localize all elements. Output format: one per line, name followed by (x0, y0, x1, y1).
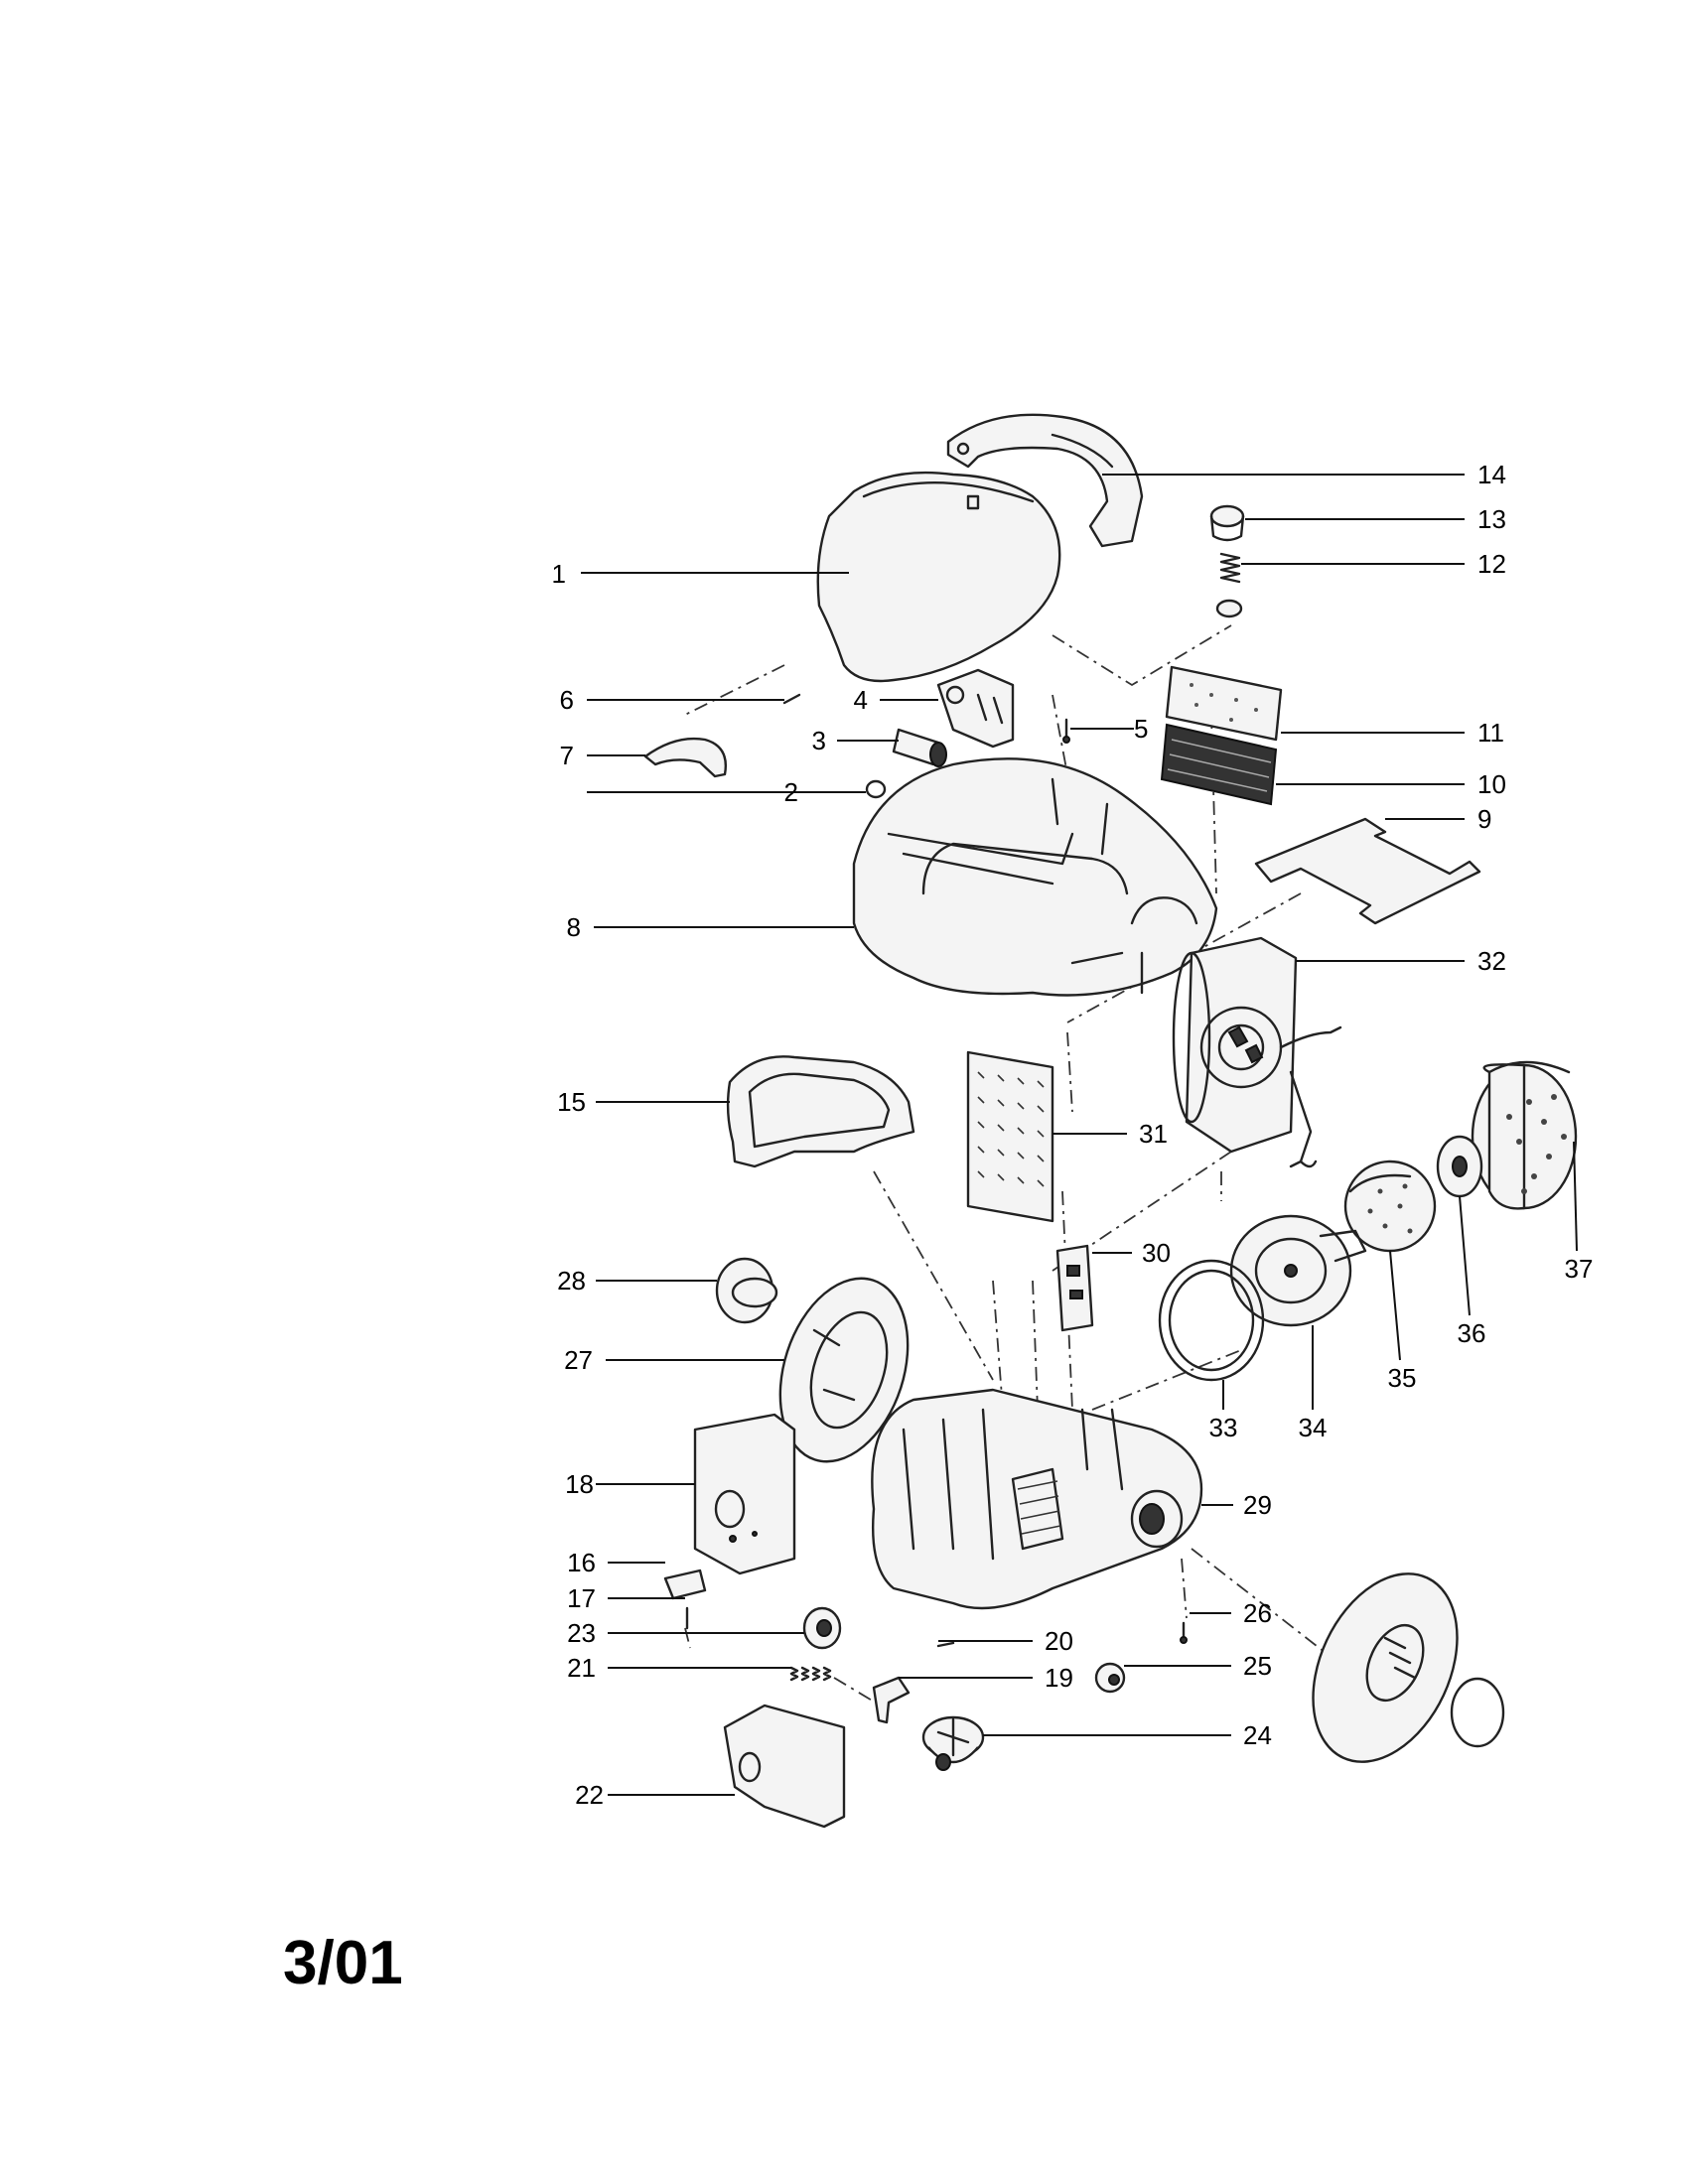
part-22-bottom-cover (723, 1704, 846, 1829)
callout-4: 4 (854, 685, 868, 715)
callout-labels: 1 2 3 4 5 6 7 8 9 10 11 12 13 14 15 16 1… (552, 460, 1594, 1810)
part-3-pin (892, 728, 947, 767)
callout-5: 5 (1134, 714, 1148, 744)
callout-22: 22 (575, 1780, 604, 1810)
callout-31: 31 (1139, 1119, 1168, 1149)
callout-18: 18 (565, 1469, 594, 1499)
part-9-bracket (1254, 817, 1481, 925)
part-1-cover (816, 471, 1061, 683)
part-29-lower-housing (871, 1388, 1203, 1610)
part-19-lever (872, 1676, 911, 1724)
callout-28: 28 (557, 1266, 586, 1296)
callout-9: 9 (1477, 804, 1491, 834)
callout-27: 27 (564, 1345, 593, 1375)
part-12-spring (1215, 552, 1243, 618)
part-8-upper-housing (852, 757, 1218, 997)
part-31-grille (966, 1050, 1054, 1223)
part-4-latch-housing (936, 668, 1015, 749)
callout-7: 7 (560, 741, 574, 770)
callout-35: 35 (1388, 1363, 1417, 1393)
callout-2: 2 (784, 777, 798, 807)
callout-13: 13 (1477, 504, 1506, 534)
callout-8: 8 (567, 912, 581, 942)
part-23-roller (802, 1606, 842, 1650)
revision-date: 3/01 (283, 1929, 403, 1997)
part-18-side-plate (693, 1413, 796, 1575)
part-28-wheel-hub (715, 1257, 778, 1324)
part-13-cap (1209, 504, 1245, 542)
part-20-screw (936, 1641, 955, 1648)
callout-12: 12 (1477, 549, 1506, 579)
part-27-wheel (778, 1277, 910, 1463)
part-34-motor (1229, 1214, 1367, 1327)
callout-32: 32 (1477, 946, 1506, 976)
part-36-disc (1436, 1135, 1483, 1198)
callout-26: 26 (1243, 1598, 1272, 1628)
part-10-filter-mesh (1160, 723, 1278, 806)
callout-29: 29 (1243, 1490, 1272, 1520)
part-5-screw (1062, 718, 1070, 744)
part-14-handle (946, 413, 1144, 548)
callout-34: 34 (1299, 1413, 1328, 1442)
part-11-filter-plate (1165, 665, 1283, 742)
callout-14: 14 (1477, 460, 1506, 489)
part-25-bushing (1094, 1662, 1126, 1694)
part-37-exhaust-cover (1471, 1060, 1578, 1210)
leader-lines (581, 474, 1578, 1796)
part-15-filter-frame (726, 1055, 915, 1168)
rear-wheel (1312, 1572, 1459, 1763)
wheel-hubcap (1450, 1677, 1505, 1748)
callout-15: 15 (557, 1087, 586, 1117)
callout-10: 10 (1477, 769, 1506, 799)
callout-33: 33 (1209, 1413, 1238, 1442)
callout-16: 16 (567, 1548, 596, 1577)
part-21-springs (789, 1666, 832, 1682)
callout-17: 17 (567, 1583, 596, 1613)
callout-11: 11 (1477, 718, 1504, 748)
part-26-screw (1180, 1621, 1188, 1644)
part-7-latch (643, 737, 727, 778)
callout-19: 19 (1045, 1663, 1073, 1693)
callout-21: 21 (567, 1653, 596, 1683)
callout-25: 25 (1243, 1651, 1272, 1681)
callout-37: 37 (1565, 1254, 1594, 1284)
callout-3: 3 (812, 726, 826, 755)
part-32-cord-reel (1172, 936, 1342, 1168)
callout-1: 1 (552, 559, 566, 589)
callout-23: 23 (567, 1618, 596, 1648)
part-33-gasket (1158, 1259, 1265, 1382)
part-2-o-ring (865, 779, 887, 799)
part-16-clip (663, 1569, 707, 1600)
callout-36: 36 (1458, 1318, 1486, 1348)
part-30-switch (1055, 1244, 1094, 1332)
callout-20: 20 (1045, 1626, 1073, 1656)
part-24-caster (921, 1715, 985, 1771)
part-6-screw (782, 693, 801, 705)
callout-24: 24 (1243, 1720, 1272, 1750)
callout-30: 30 (1142, 1238, 1171, 1268)
callout-6: 6 (560, 685, 574, 715)
